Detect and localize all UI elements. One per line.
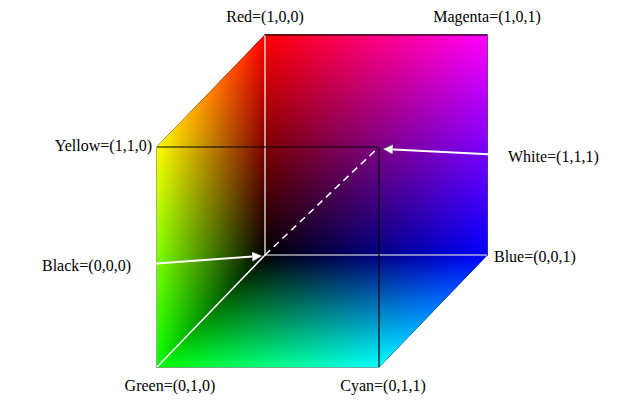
corner-label: Green=(0,1,0): [125, 377, 216, 395]
edge-line: [264, 35, 265, 255]
corner-label: Yellow=(1,1,0): [55, 137, 152, 155]
face-g0: [265, 35, 488, 256]
face-r0: [156, 255, 487, 367]
edge-line: [265, 254, 487, 255]
corner-label: Magenta=(1,0,1): [433, 8, 541, 26]
leader-arrow: [384, 149, 503, 155]
corner-label: Cyan=(0,1,1): [340, 377, 425, 395]
edge-line: [157, 146, 379, 147]
edge-line: [378, 147, 379, 367]
edge-line: [265, 34, 487, 35]
diagonal-line: [265, 147, 379, 255]
corner-label: White=(1,1,1): [508, 148, 599, 166]
leader-arrow: [136, 256, 261, 265]
edge-line: [157, 255, 265, 367]
corner-label: Blue=(0,0,1): [494, 248, 576, 266]
corner-label: Red=(1,0,0): [226, 8, 303, 26]
corner-label: Black=(0,0,0): [42, 257, 131, 275]
